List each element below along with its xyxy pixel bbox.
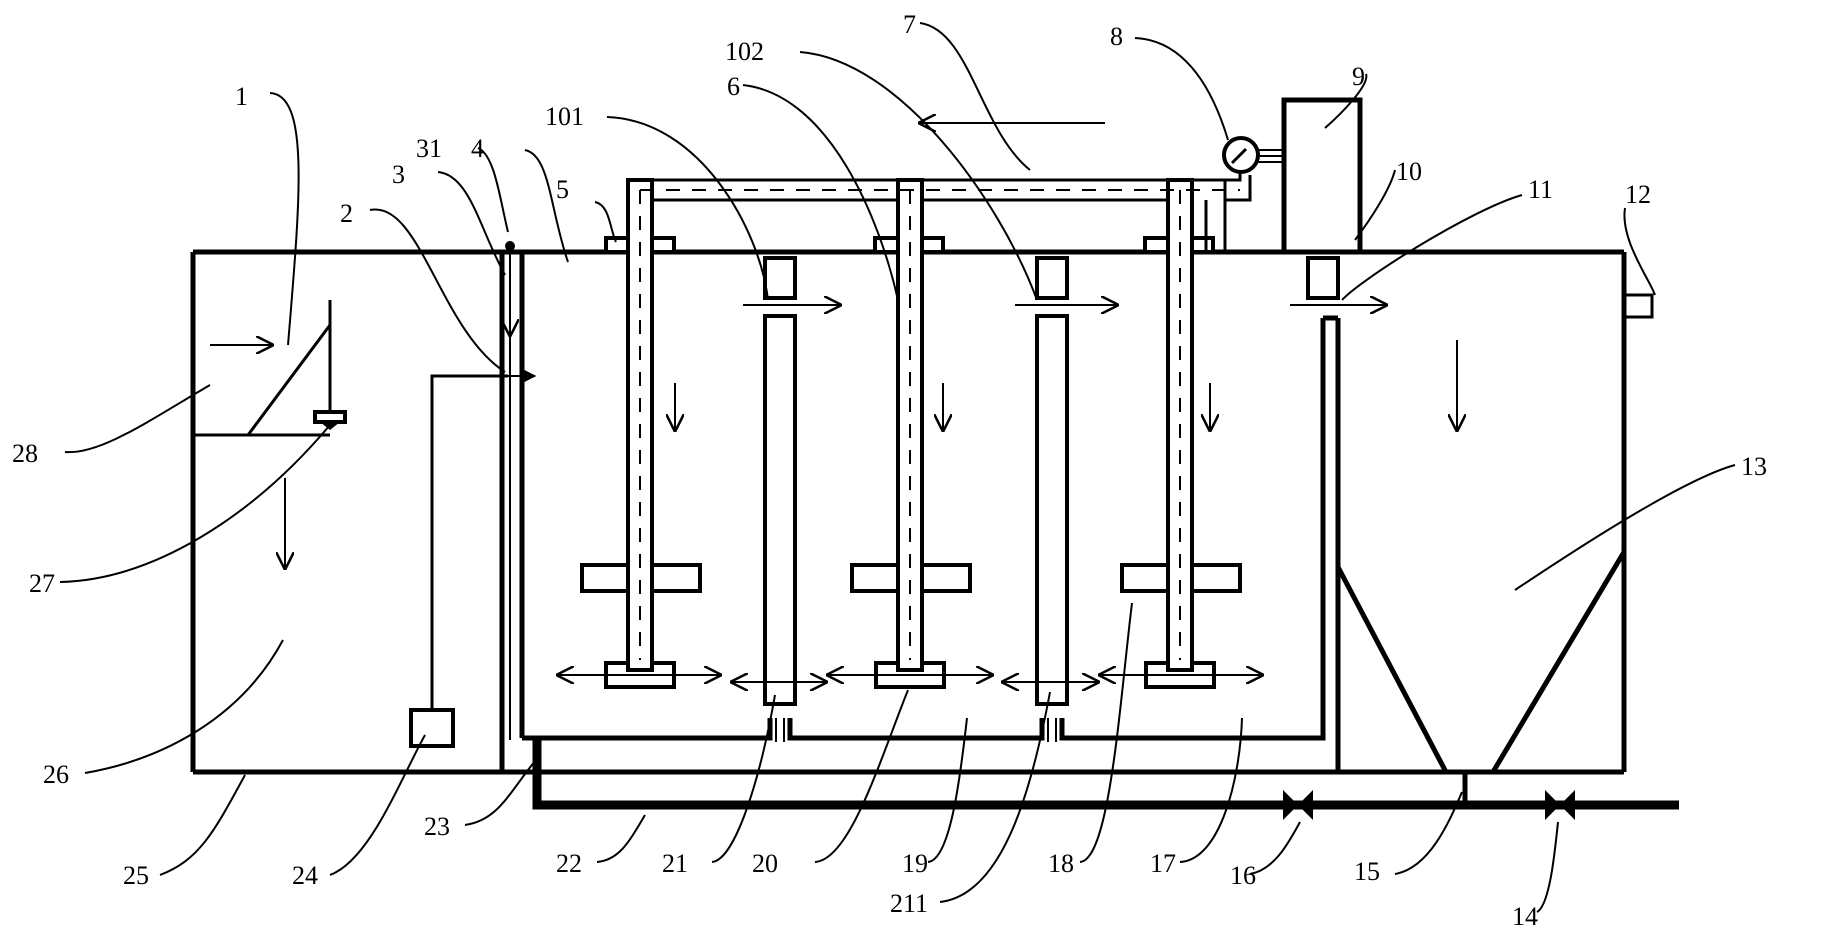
blower xyxy=(1222,136,1284,174)
label-14: 14 xyxy=(1512,902,1538,931)
label-26: 26 xyxy=(43,760,69,789)
label-15: 15 xyxy=(1354,857,1380,886)
label-22: 22 xyxy=(556,849,582,878)
label-11: 11 xyxy=(1528,175,1553,204)
label-101: 101 xyxy=(545,102,584,131)
lift-pump xyxy=(409,369,537,748)
sludge-pipe xyxy=(532,740,1679,820)
valve-16 xyxy=(1283,790,1313,820)
aerator-assembly-2 xyxy=(850,178,972,689)
aerator-assembly-1 xyxy=(580,178,702,689)
label-16: 16 xyxy=(1230,861,1256,890)
label-28: 28 xyxy=(12,439,38,468)
label-19: 19 xyxy=(902,849,928,878)
part-labels: 1 2 3 31 4 5 101 6 102 7 8 9 10 11 12 13… xyxy=(12,10,1767,931)
label-9: 9 xyxy=(1352,62,1365,91)
settling-tank xyxy=(1335,293,1654,805)
leader-lines xyxy=(59,22,1736,913)
label-13: 13 xyxy=(1741,452,1767,481)
label-12: 12 xyxy=(1625,180,1651,209)
flow-arrows xyxy=(558,305,1457,682)
label-24: 24 xyxy=(292,861,318,890)
inlet-valve-plate xyxy=(313,410,347,424)
label-27: 27 xyxy=(29,569,55,598)
label-18: 18 xyxy=(1048,849,1074,878)
label-17: 17 xyxy=(1150,849,1176,878)
control-box xyxy=(920,97,1363,252)
label-23: 23 xyxy=(424,812,450,841)
label-31: 31 xyxy=(416,134,442,163)
air-header xyxy=(626,163,1252,250)
label-6: 6 xyxy=(727,72,740,101)
label-7: 7 xyxy=(903,10,916,39)
label-3: 3 xyxy=(392,160,405,189)
valve-14 xyxy=(1545,790,1575,820)
label-5: 5 xyxy=(556,175,569,204)
aerator-assembly-3 xyxy=(1120,178,1242,689)
baffles xyxy=(763,256,1341,772)
partition-wall xyxy=(499,241,525,772)
label-8: 8 xyxy=(1110,22,1123,51)
label-21: 21 xyxy=(662,849,688,878)
inlet-chamber xyxy=(193,300,347,568)
label-25: 25 xyxy=(123,861,149,890)
label-4: 4 xyxy=(471,134,484,163)
label-211: 211 xyxy=(890,889,928,918)
label-20: 20 xyxy=(752,849,778,878)
label-2: 2 xyxy=(340,199,353,228)
label-1: 1 xyxy=(235,82,248,111)
label-10: 10 xyxy=(1396,157,1422,186)
label-102: 102 xyxy=(725,37,764,66)
